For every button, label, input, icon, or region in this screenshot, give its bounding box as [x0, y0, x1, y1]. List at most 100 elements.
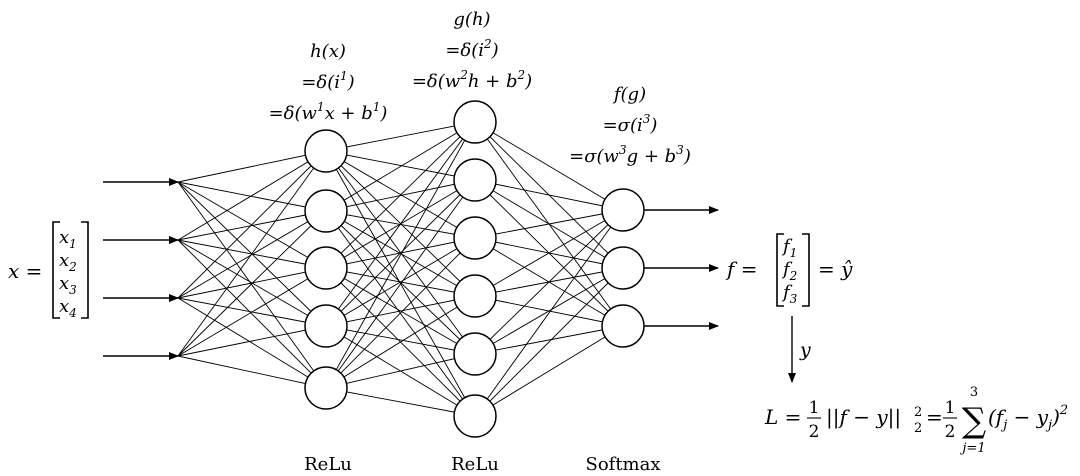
connection-l1n5-l2n2 [325, 179, 476, 389]
loss-half-numerator: 1 [809, 398, 820, 418]
layer1-formula-line-1: h(x) [310, 41, 346, 62]
connection-l1n5-l2n4 [325, 295, 476, 389]
connection-l1n5-l2n1 [325, 121, 476, 389]
connection-input4-h2 [177, 210, 327, 357]
loss-lhs: L = [764, 405, 801, 429]
activation-label-layer3: Softmax [585, 454, 660, 475]
output-vector-lhs: f = [725, 257, 758, 281]
loss-formula: L = 1 2 ||f − y|| 2 2 = 1 2 3 ∑ j=1 (fj … [764, 385, 1068, 456]
neuron-layer1-1 [304, 129, 348, 173]
connection-input2-h1 [177, 150, 327, 241]
connection-input4-h3 [177, 267, 327, 357]
activation-label-layer1: ReLu [304, 454, 352, 475]
neuron-layer2-2 [453, 158, 497, 202]
output-left-bracket [776, 233, 784, 307]
layer2-formula-line-2: =δ(i2) [445, 37, 498, 61]
loss-summand: (fj − yj)2 [988, 403, 1068, 433]
connection-l2n5-l3n3 [474, 325, 624, 355]
loss-norm: ||f − y|| [826, 405, 901, 430]
loss-norm-sub: 2 [914, 421, 922, 436]
neuron-layer2-5 [453, 332, 497, 376]
neuron-layer1-4 [304, 304, 348, 348]
layer1-formula-line-3: =δ(w1x + b1) [269, 100, 388, 124]
connection-l2n3-l3n1 [474, 209, 624, 239]
loss-sum-symbol: ∑ [962, 401, 986, 441]
connection-input3-h2 [177, 210, 327, 299]
loss-sum-lower: j=1 [959, 441, 985, 456]
connection-l1n4-l2n5 [325, 325, 476, 355]
output-vector-entry-2: f2 [781, 259, 797, 283]
neuron-layer2-3 [453, 216, 497, 260]
layer3-formula-line-3: =σ(w3g + b3) [569, 143, 691, 167]
connection-l1n5-l2n6 [325, 387, 476, 417]
connection-input4-h1 [177, 150, 327, 357]
layer1-formula-line-2: =δ(i1) [301, 69, 354, 93]
input-vector-entry-4: x4 [59, 296, 77, 320]
loss-norm-sup: 2 [914, 405, 922, 420]
connection-input3-h5 [177, 297, 327, 389]
layer3-formula-line-2: =σ(i3) [603, 112, 658, 136]
connection-input2-h5 [177, 239, 327, 389]
connection-input2-h2 [177, 210, 327, 241]
neuron-layer1-5 [304, 366, 348, 410]
neuron-layer2-1 [453, 100, 497, 144]
connection-l2n1-l3n1 [474, 121, 624, 211]
input-right-bracket [81, 221, 89, 319]
output-vector-rhs: = ŷ [818, 257, 853, 281]
connection-l1n4-l2n1 [325, 121, 476, 327]
connection-l1n1-l2n2 [325, 150, 476, 181]
connection-l2n6-l3n2 [474, 267, 624, 417]
input-arrows [103, 178, 179, 360]
connection-l2n6-l3n1 [474, 209, 624, 417]
neuron-layer3-2 [601, 246, 645, 290]
loss-equals: = [926, 405, 943, 429]
connection-l2n4-l3n1 [474, 209, 624, 297]
target-label: y [799, 339, 811, 361]
connection-l1n4-l2n2 [325, 179, 476, 327]
connection-input4-h4 [177, 325, 327, 357]
input-vector-entry-2: x2 [59, 250, 77, 274]
activation-labels: ReLu ReLu Softmax [304, 454, 660, 475]
layer3-formula-line-1: f(g) [612, 84, 646, 105]
neuron-layer3-3 [601, 304, 645, 348]
neuron-layer1-3 [304, 246, 348, 290]
connection-l2n6-l3n3 [474, 325, 624, 417]
neuron-layer2-4 [453, 274, 497, 318]
connection-input3-h1 [177, 150, 327, 299]
connection-l1n4-l2n3 [325, 237, 476, 327]
activation-label-layer2: ReLu [451, 454, 499, 475]
input-vector-lhs: x = [8, 259, 42, 283]
input-vector-entry-3: x3 [59, 273, 77, 297]
connection-l2n5-l3n2 [474, 267, 624, 355]
loss-half2-numerator: 1 [945, 398, 956, 418]
neurons [304, 100, 645, 438]
loss-sum-upper: 3 [970, 385, 978, 400]
layer2-formula-line-3: =δ(w2h + b2) [412, 68, 532, 92]
connection-lines [177, 121, 624, 417]
layer-formulas: h(x) =δ(i1) =δ(w1x + b1) g(h) =δ(i2) =δ(w2h +… [269, 9, 691, 167]
connection-l1n1-l2n1 [325, 121, 476, 152]
connection-input1-h2 [177, 181, 327, 212]
input-vector-entry-1: x1 [59, 227, 77, 251]
connection-l1n2-l2n1 [325, 121, 476, 212]
connection-l2n2-l3n1 [474, 179, 624, 211]
connection-input1-h5 [177, 181, 327, 389]
loss-half-denominator: 2 [809, 422, 820, 442]
input-left-bracket [52, 221, 60, 319]
output-vector-entry-1: f1 [781, 236, 797, 260]
output-arrows [644, 206, 719, 330]
output-vector-entry-3: f3 [781, 282, 798, 306]
connection-l1n5-l2n3 [325, 237, 476, 389]
output-right-bracket [802, 233, 810, 307]
connection-l1n4-l2n4 [325, 295, 476, 327]
loss-half2-denominator: 2 [945, 422, 956, 442]
neuron-layer2-6 [453, 394, 497, 438]
layer2-formula-line-1: g(h) [453, 9, 490, 30]
connection-input4-h5 [177, 355, 327, 389]
connection-input1-h1 [177, 150, 327, 183]
neuron-layer1-2 [304, 189, 348, 233]
neuron-layer3-1 [601, 188, 645, 232]
